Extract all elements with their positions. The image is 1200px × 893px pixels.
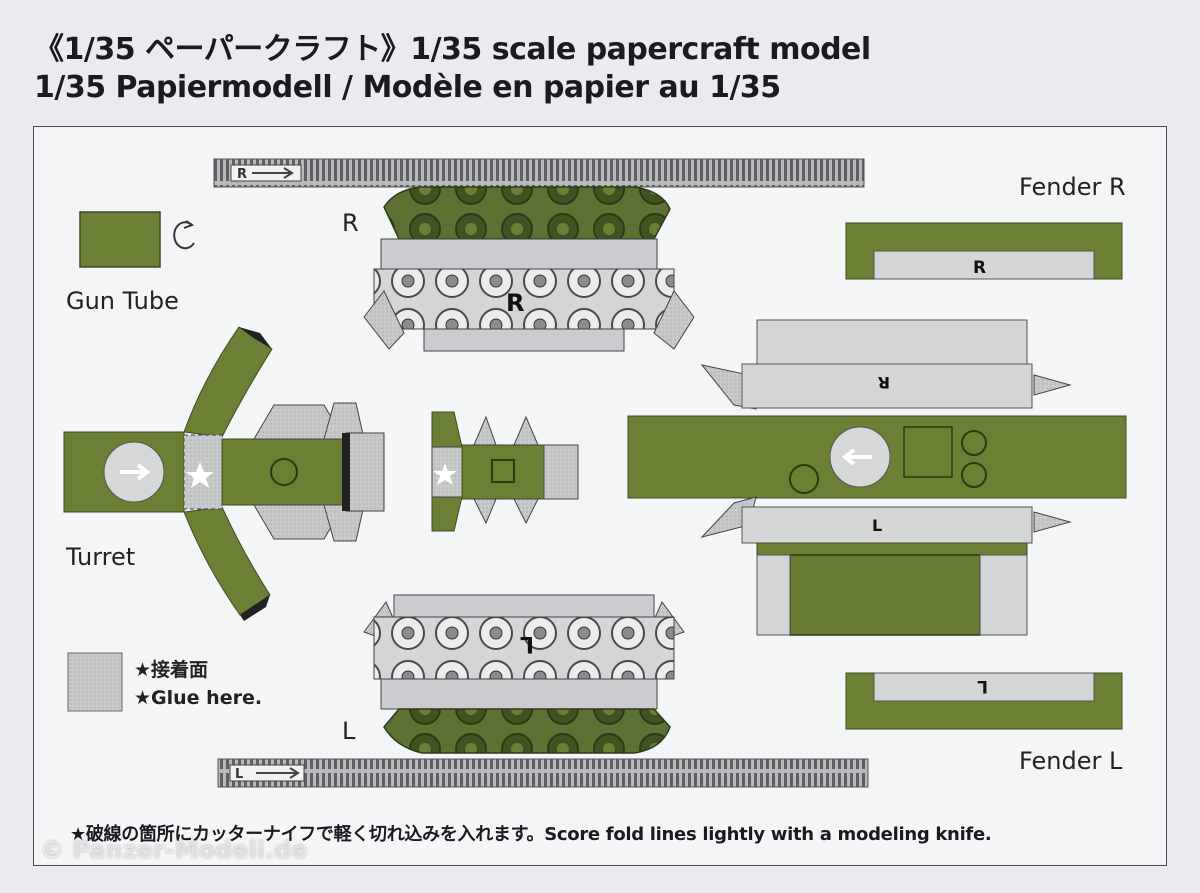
running-gear-r: R [363, 186, 695, 352]
parts-drawing: R L R [63, 158, 1127, 788]
turret-part [63, 326, 385, 621]
page-subtitle: 1/35 Papiermodell / Modèle en papier au … [34, 70, 781, 105]
mark-r: R [506, 289, 524, 317]
page-title: 《1/35 ペーパークラフト》1/35 scale papercraft mod… [34, 32, 871, 67]
track-strip-bottom: L [217, 758, 869, 788]
fender-r-part: R [845, 222, 1123, 280]
svg-text:R: R [878, 373, 890, 392]
footer-note: ★破線の箇所にカッターナイフで軽く切れ込みを入れます。Score fold li… [70, 824, 992, 845]
glue-label-jp: ★接着面 [134, 659, 209, 681]
gun-tube-label: Gun Tube [66, 287, 179, 315]
track-strip-top: R [213, 158, 865, 188]
mark-l: L [520, 631, 534, 656]
turret-top-part [431, 411, 579, 532]
fender-l-label: Fender L [1019, 747, 1123, 775]
track-r-label: R [342, 209, 359, 237]
fender-l-part: L [845, 672, 1123, 730]
turret-label: Turret [66, 543, 136, 571]
glue-swatch [67, 652, 123, 712]
hull-part: R L [627, 319, 1127, 636]
fender-r-label: Fender R [1019, 173, 1126, 201]
svg-text:R: R [237, 167, 247, 182]
svg-text:L: L [235, 767, 243, 782]
svg-text:L: L [872, 516, 882, 535]
papercraft-sheet: R L R [33, 126, 1167, 866]
track-l-label: L [342, 717, 356, 745]
glue-label-en: ★Glue here. [134, 687, 263, 709]
watermark: © Panzer-Modell.de [40, 836, 308, 864]
svg-text:R: R [973, 258, 986, 278]
gun-tube-part [79, 211, 195, 268]
svg-text:L: L [977, 676, 988, 696]
running-gear-l: L [363, 594, 685, 754]
